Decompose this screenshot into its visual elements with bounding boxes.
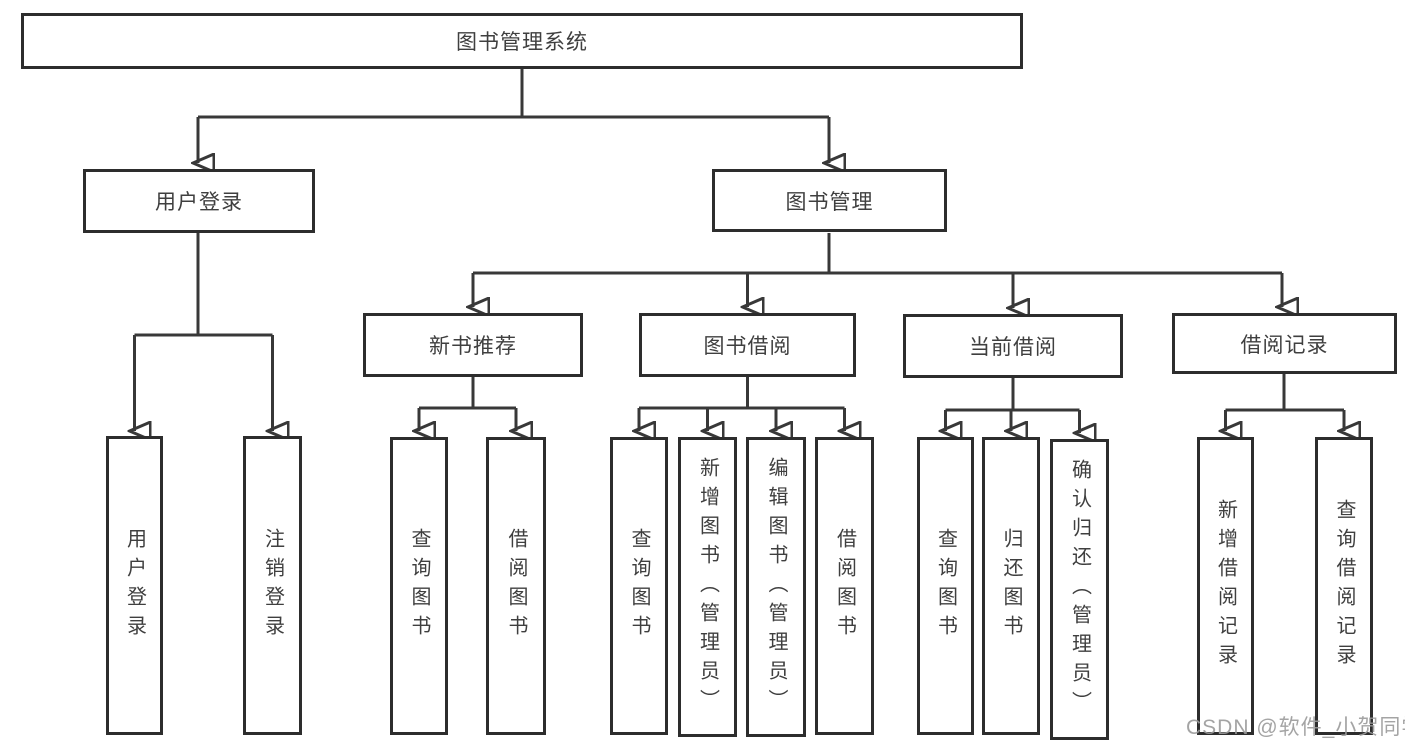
leaf-cb-return-book: 归还图书 xyxy=(982,437,1040,735)
connector-book-mgmt-children xyxy=(473,233,1282,308)
node-borrow-record: 借阅记录 xyxy=(1172,313,1397,374)
node-book-mgmt-label: 图书管理 xyxy=(785,190,874,214)
node-borrow-record-label: 借阅记录 xyxy=(1240,333,1329,357)
node-new-book-recommend: 新书推荐 xyxy=(363,313,583,377)
leaf-bb-query-book: 查询图书 xyxy=(610,437,668,735)
leaf-cb-confirm-return-admin: 确认归还（管理员） xyxy=(1050,439,1109,740)
node-current-borrow-label: 当前借阅 xyxy=(969,336,1057,359)
connector-current-borrow-children xyxy=(946,378,1080,433)
node-current-borrow: 当前借阅 xyxy=(903,314,1123,378)
leaf-cb-query-book-label: 查询图书 xyxy=(934,528,957,644)
leaf-br-query-record-label: 查询借阅记录 xyxy=(1333,499,1355,673)
node-user-login-label: 用户登录 xyxy=(155,191,243,214)
leaf-bb-query-book-label: 查询图书 xyxy=(628,528,650,644)
node-new-book-recommend-label: 新书推荐 xyxy=(429,335,517,358)
leaf-bb-borrow-book-label: 借阅图书 xyxy=(833,528,856,644)
leaf-nbr-query-book: 查询图书 xyxy=(390,437,448,735)
connector-book-borrow-children xyxy=(639,377,845,431)
connector-root-to-branches xyxy=(198,69,829,163)
leaf-logout: 注销登录 xyxy=(243,436,302,735)
leaf-bb-edit-book-admin: 编辑图书（管理员） xyxy=(746,437,806,737)
leaf-user-login-label: 用户登录 xyxy=(123,527,146,644)
leaf-logout-label: 注销登录 xyxy=(261,527,284,644)
node-user-login: 用户登录 xyxy=(83,169,315,233)
leaf-nbr-query-book-label: 查询图书 xyxy=(408,528,430,644)
leaf-user-login: 用户登录 xyxy=(106,436,163,735)
node-book-borrow-label: 图书借阅 xyxy=(703,335,792,358)
leaf-nbr-borrow-book: 借阅图书 xyxy=(486,437,546,735)
leaf-bb-add-book-admin-label: 新增图书（管理员） xyxy=(696,456,719,718)
leaf-cb-query-book: 查询图书 xyxy=(917,437,974,735)
leaf-bb-add-book-admin: 新增图书（管理员） xyxy=(678,437,737,737)
leaf-br-add-record: 新增借阅记录 xyxy=(1197,437,1254,735)
leaf-bb-borrow-book: 借阅图书 xyxy=(815,437,874,735)
node-root-label: 图书管理系统 xyxy=(456,31,588,54)
node-book-mgmt: 图书管理 xyxy=(712,169,947,232)
node-root: 图书管理系统 xyxy=(21,13,1023,69)
connector-user-login-children xyxy=(135,233,273,431)
leaf-cb-confirm-return-admin-label: 确认归还（管理员） xyxy=(1068,459,1091,720)
node-book-borrow: 图书借阅 xyxy=(639,313,856,377)
leaf-cb-return-book-label: 归还图书 xyxy=(1000,528,1022,644)
leaf-bb-edit-book-admin-label: 编辑图书（管理员） xyxy=(765,456,787,718)
connector-borrow-record-children xyxy=(1226,374,1345,431)
leaf-br-add-record-label: 新增借阅记录 xyxy=(1214,499,1237,673)
connector-new-book-rec-children xyxy=(419,377,516,431)
leaf-nbr-borrow-book-label: 借阅图书 xyxy=(505,528,527,644)
leaf-br-query-record: 查询借阅记录 xyxy=(1315,437,1373,735)
